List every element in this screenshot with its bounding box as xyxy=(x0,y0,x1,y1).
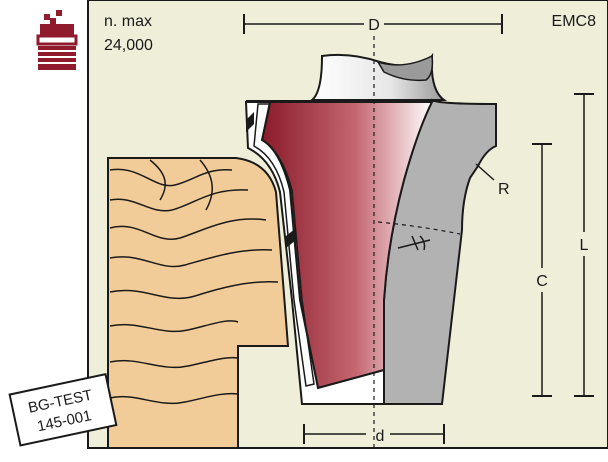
test-tag: BG-TEST 145-001 xyxy=(8,372,118,447)
dimension-D: D xyxy=(243,14,503,34)
dimension-L-label: L xyxy=(580,237,589,254)
speed-label: n. max xyxy=(104,13,152,30)
dimension-D-label: D xyxy=(368,17,380,34)
dimension-L: L xyxy=(574,93,594,397)
wood-workpiece xyxy=(107,157,290,449)
feed-direction-icon xyxy=(36,10,78,70)
dimension-R: R xyxy=(475,163,510,198)
bit-shank xyxy=(309,52,448,101)
speed-value: 24,000 xyxy=(104,37,153,54)
dimension-d-label: d xyxy=(376,428,385,445)
dimension-C-label: C xyxy=(536,273,548,290)
dimension-R-label: R xyxy=(498,181,510,198)
dimension-C: C xyxy=(532,143,552,397)
product-code: EMC8 xyxy=(552,13,597,30)
dimension-d: d xyxy=(303,424,445,445)
angle-indicator xyxy=(377,221,461,251)
